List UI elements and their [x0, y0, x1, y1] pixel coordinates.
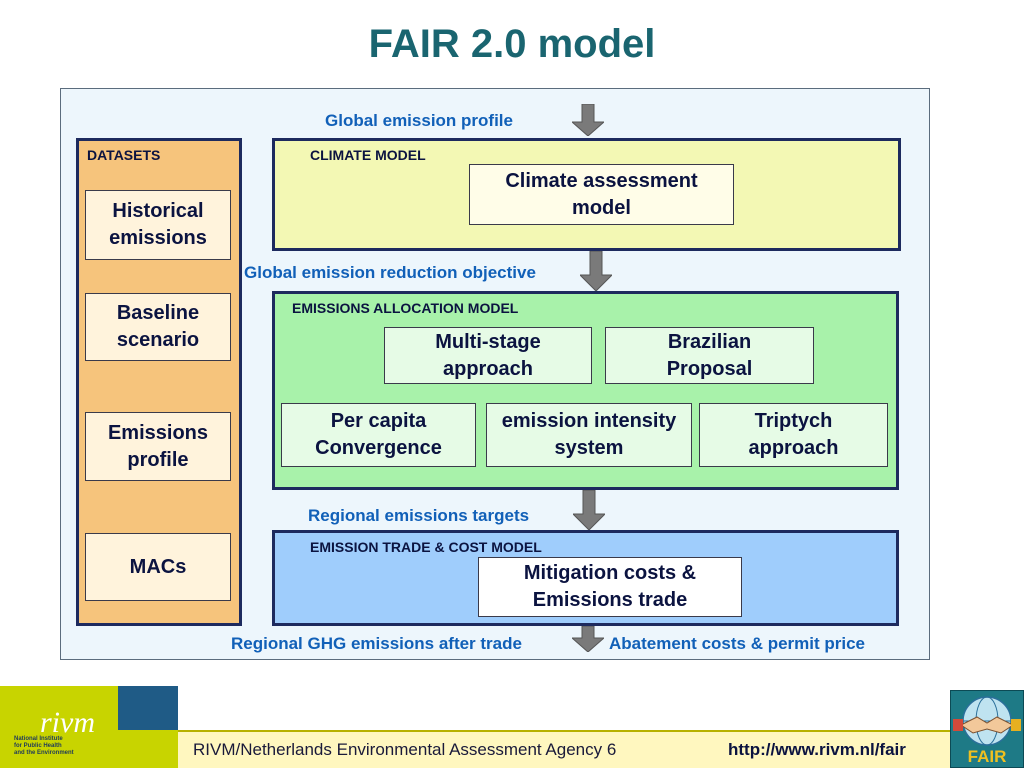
rivm-logo[interactable]: rivm National Institute for Public Healt… — [0, 686, 178, 768]
climate-model-label: CLIMATE MODEL — [310, 147, 426, 163]
trade-model-label: EMISSION TRADE & COST MODEL — [310, 539, 542, 555]
flow-label-abatement-costs: Abatement costs & permit price — [609, 634, 866, 653]
down-arrow-icon — [572, 104, 604, 136]
allocation-model-label: EMISSIONS ALLOCATION MODEL — [292, 300, 519, 316]
flow-label-global-emission-profile: Global emission profile — [325, 111, 513, 130]
flow-label-regional-ghg-after-trade: Regional GHG emissions after trade — [231, 634, 522, 653]
datasets-label: DATASETS — [87, 147, 161, 163]
down-arrow-icon — [580, 251, 612, 291]
mitigation-costs-trade-box[interactable]: Mitigation costs &Emissions trade — [478, 557, 742, 617]
footer-bar — [178, 730, 950, 768]
flow-label-global-reduction-objective: Global emission reduction objective — [244, 263, 536, 282]
footer-agency-text: RIVM/Netherlands Environmental Assessmen… — [193, 740, 617, 759]
fair-logo-text: FAIR — [967, 747, 1007, 766]
globe-handshake-icon — [953, 696, 1021, 746]
slide-title: FAIR 2.0 model — [368, 22, 656, 66]
flow-label-regional-targets: Regional emissions targets — [308, 506, 530, 525]
down-arrow-icon — [573, 490, 605, 530]
dataset-macs[interactable]: MACs — [85, 533, 231, 601]
down-arrow-icon — [572, 626, 604, 652]
footer-url-link[interactable]: http://www.rivm.nl/fair — [728, 740, 906, 759]
rivm-logo-subtext: National Institute for Public Health and… — [14, 736, 74, 756]
fair-logo[interactable]: FAIR — [950, 690, 1024, 768]
rivm-logo-word: rivm — [40, 706, 95, 739]
